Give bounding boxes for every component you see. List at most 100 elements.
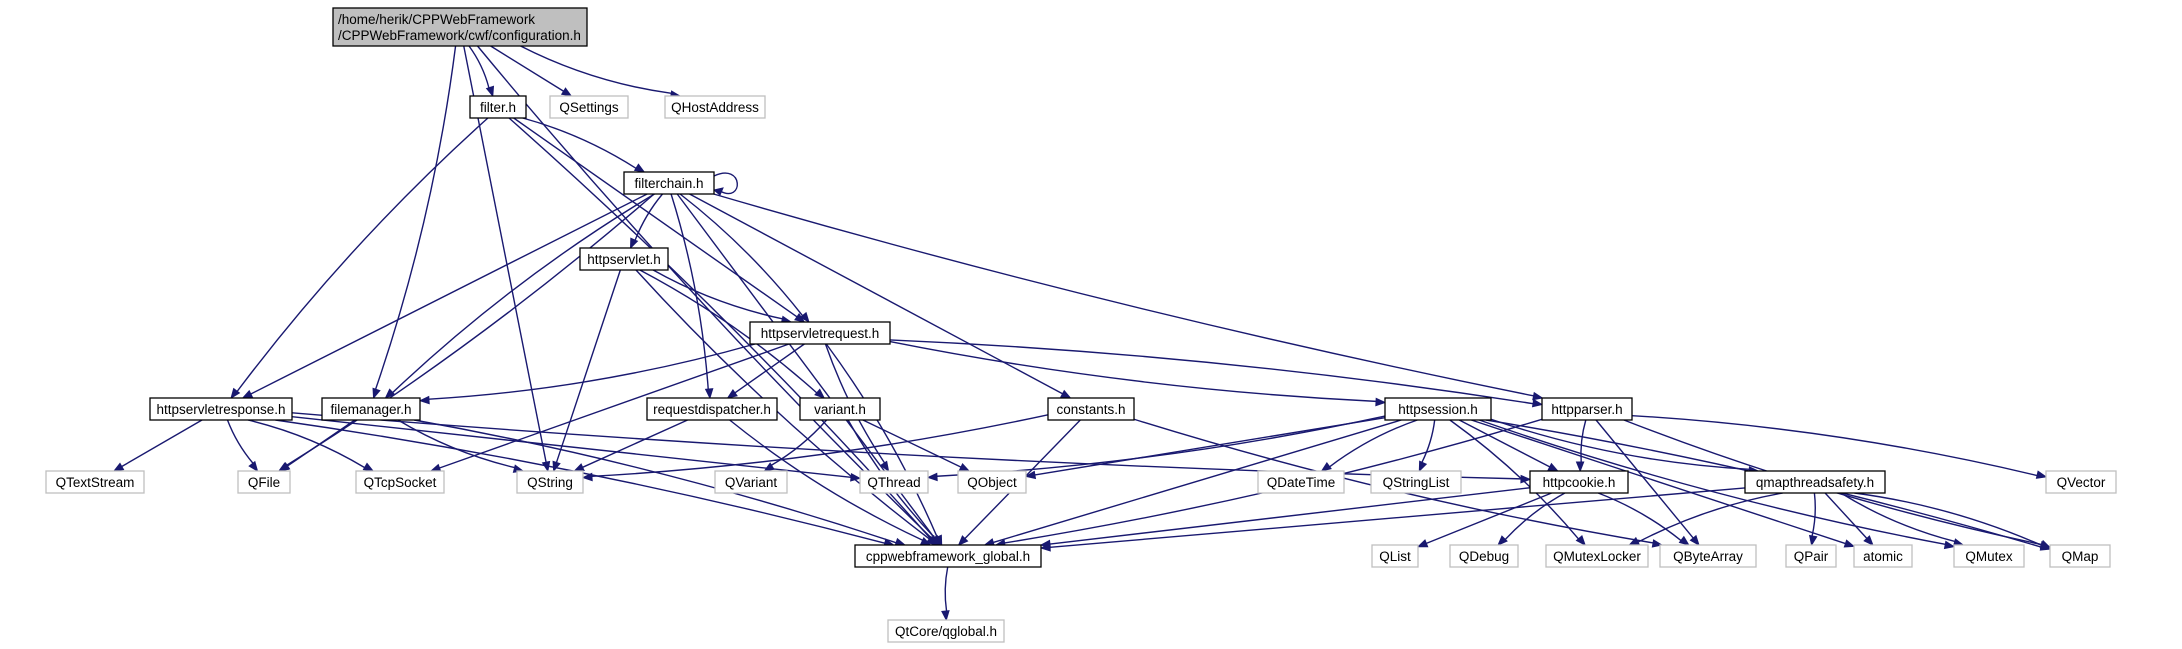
node-httpservletresponse[interactable]: httpservletresponse.h [149, 397, 293, 421]
node-label: QList [1379, 549, 1411, 564]
edge-requestdispatcher-to-qstring [573, 419, 688, 472]
node-variant[interactable]: variant.h [799, 397, 881, 421]
node-box [1953, 544, 2025, 568]
node-box [237, 470, 291, 494]
edge-httpservletresponse-to-qtextstream [112, 419, 203, 472]
node-qthread[interactable]: QThread [859, 470, 929, 494]
node-constants[interactable]: constants.h [1047, 397, 1135, 421]
node-qbytearray[interactable]: QByteArray [1659, 544, 1757, 568]
node-box [321, 397, 421, 421]
node-label: QThread [867, 475, 920, 490]
edge-httpservletresponse-to-qfile [226, 419, 259, 473]
edge-configuration-to-filter [468, 45, 495, 98]
edge-configuration-to-filemanager [372, 45, 457, 400]
node-box [516, 470, 584, 494]
edge-httpcookie-to-qlist [1416, 492, 1552, 548]
node-qtcore_qglobal[interactable]: QtCore/qglobal.h [887, 619, 1005, 643]
node-qstringlist[interactable]: QStringList [1370, 470, 1462, 494]
edge-httpservlet-to-qstring [552, 269, 622, 473]
edge-httpservlet-to-variant [639, 269, 826, 399]
node-qobject[interactable]: QObject [957, 470, 1027, 494]
node-box [1370, 470, 1462, 494]
node-qhostaddress[interactable]: QHostAddress [664, 95, 766, 119]
node-requestdispatcher[interactable]: requestdispatcher.h [646, 397, 778, 421]
edge-configuration-to-qhostaddress [520, 45, 682, 99]
node-qpair[interactable]: QPair [1785, 544, 1837, 568]
node-label: filemanager.h [330, 402, 411, 417]
node-qstring[interactable]: QString [516, 470, 584, 494]
edge-httpparser-to-qvector [1631, 414, 2048, 479]
node-qfile[interactable]: QFile [237, 470, 291, 494]
node-qvariant[interactable]: QVariant [714, 470, 788, 494]
node-qtextstream[interactable]: QTextStream [45, 470, 145, 494]
node-qmutexlocker[interactable]: QMutexLocker [1545, 544, 1649, 568]
edge-filemanager-to-qstring [397, 419, 525, 473]
node-httpservlet[interactable]: httpservlet.h [579, 247, 669, 271]
node-httpparser[interactable]: httpparser.h [1541, 397, 1633, 421]
node-box [2049, 544, 2111, 568]
node-box [469, 95, 527, 119]
node-label: qmapthreadsafety.h [1756, 475, 1874, 490]
node-box [549, 95, 629, 119]
node-httpsession[interactable]: httpsession.h [1384, 397, 1492, 421]
node-label: httpservlet.h [587, 252, 661, 267]
node-box [749, 321, 891, 345]
edge-qmapthreadsafety-to-qmutexlocker [1628, 492, 1783, 546]
node-filter[interactable]: filter.h [469, 95, 527, 119]
node-label: QVector [2057, 475, 2106, 490]
node-label: /CPPWebFramework/cwf/configuration.h [338, 28, 581, 43]
node-label: QDateTime [1267, 475, 1336, 490]
edge-filterchain-to-filemanager [384, 193, 655, 399]
edge-httpsession-to-qobject [1024, 416, 1386, 480]
node-box [664, 95, 766, 119]
edge-httpservletrequest-to-requestdispatcher [726, 343, 805, 399]
edge-httpsession-to-atomic [1471, 419, 1856, 548]
node-qmapthreadsafety[interactable]: qmapthreadsafety.h [1744, 470, 1886, 494]
node-label: /home/herik/CPPWebFramework [338, 12, 535, 27]
edge-qmapthreadsafety-to-atomic [1824, 492, 1874, 546]
node-box [957, 470, 1027, 494]
edge-filterchain-to-constants [689, 193, 1072, 399]
edge-constants-to-qstring [581, 414, 1049, 482]
node-label: QDebug [1459, 549, 1509, 564]
node-configuration[interactable]: /home/herik/CPPWebFramework/CPPWebFramew… [332, 7, 588, 47]
node-qlist[interactable]: QList [1371, 544, 1419, 568]
edge-filterchain-to-filterchain [712, 172, 738, 196]
node-box [623, 171, 715, 195]
edge-httpcookie-to-qdebug [1497, 492, 1566, 546]
node-filterchain[interactable]: filterchain.h [623, 171, 715, 195]
node-filemanager[interactable]: filemanager.h [321, 397, 421, 421]
edge-httpsession-to-httpcookie [1458, 419, 1559, 472]
edge-qmapthreadsafety-to-cppwebframework_global [1039, 487, 1746, 552]
node-label: httpcookie.h [1543, 475, 1616, 490]
node-box [1371, 544, 1419, 568]
node-box [854, 544, 1042, 568]
node-httpcookie[interactable]: httpcookie.h [1529, 470, 1629, 494]
node-label: variant.h [814, 402, 866, 417]
node-atomic[interactable]: atomic [1853, 544, 1913, 568]
edge-variant-to-qvariant [763, 419, 828, 472]
edge-httpsession-to-qstringlist [1418, 419, 1436, 473]
node-label: QByteArray [1673, 549, 1743, 564]
node-qmutex[interactable]: QMutex [1953, 544, 2025, 568]
node-box [1744, 470, 1886, 494]
node-qdatetime[interactable]: QDateTime [1257, 470, 1345, 494]
node-box [1449, 544, 1519, 568]
node-label: httpsession.h [1398, 402, 1478, 417]
node-label: QStringList [1383, 475, 1450, 490]
node-box [355, 470, 445, 494]
edge-filter-to-filterchain [522, 117, 646, 173]
node-qsettings[interactable]: QSettings [549, 95, 629, 119]
node-qvector[interactable]: QVector [2045, 470, 2117, 494]
node-cppwebframework_global[interactable]: cppwebframework_global.h [854, 544, 1042, 568]
edge-configuration-to-qsettings [490, 45, 573, 97]
node-label: httpservletresponse.h [156, 402, 285, 417]
node-qdebug[interactable]: QDebug [1449, 544, 1519, 568]
edge-qmapthreadsafety-to-qmap [1854, 492, 2052, 549]
node-httpservletrequest[interactable]: httpservletrequest.h [749, 321, 891, 345]
node-qtcpsocket[interactable]: QTcpSocket [355, 470, 445, 494]
edge-filter-to-httpservletresponse [230, 117, 489, 400]
edge-httpcookie-to-cppwebframework_global [1039, 487, 1531, 549]
node-qmap[interactable]: QMap [2049, 544, 2111, 568]
